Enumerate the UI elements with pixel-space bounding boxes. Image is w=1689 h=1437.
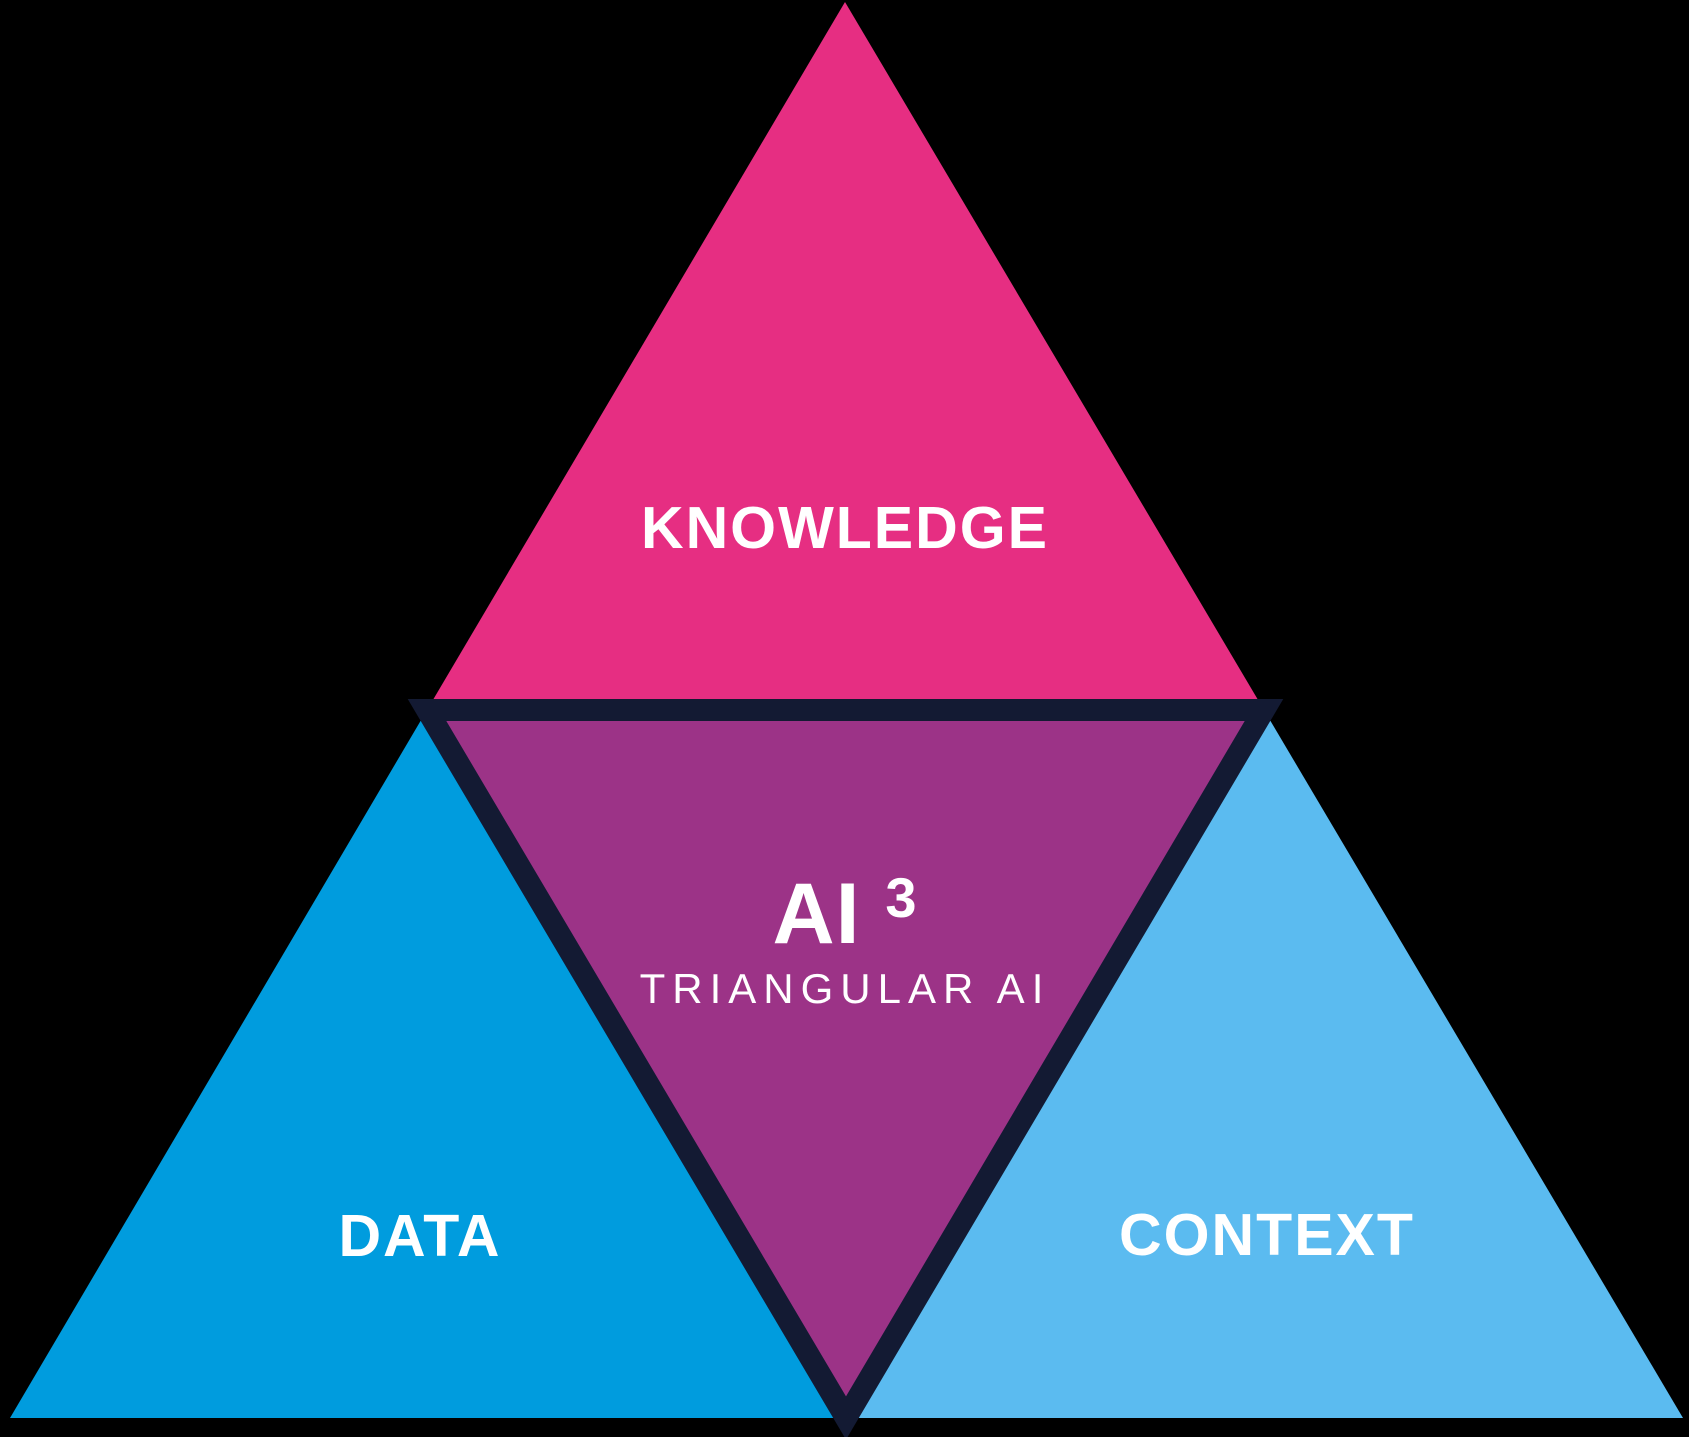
ai-subtitle-label: TRIANGULAR AI bbox=[640, 965, 1051, 1012]
knowledge-label: KNOWLEDGE bbox=[641, 495, 1049, 561]
context-label: CONTEXT bbox=[1119, 1202, 1415, 1268]
ai-label: AI 3 bbox=[772, 866, 917, 962]
knowledge-triangle bbox=[427, 2, 1264, 710]
context-triangle bbox=[846, 710, 1683, 1418]
ai-label-superscript: 3 bbox=[885, 866, 917, 929]
ai-label-text: AI bbox=[772, 866, 860, 962]
data-triangle bbox=[10, 710, 846, 1418]
ai-center-triangle bbox=[407, 699, 1284, 1437]
data-label: DATA bbox=[338, 1203, 501, 1269]
